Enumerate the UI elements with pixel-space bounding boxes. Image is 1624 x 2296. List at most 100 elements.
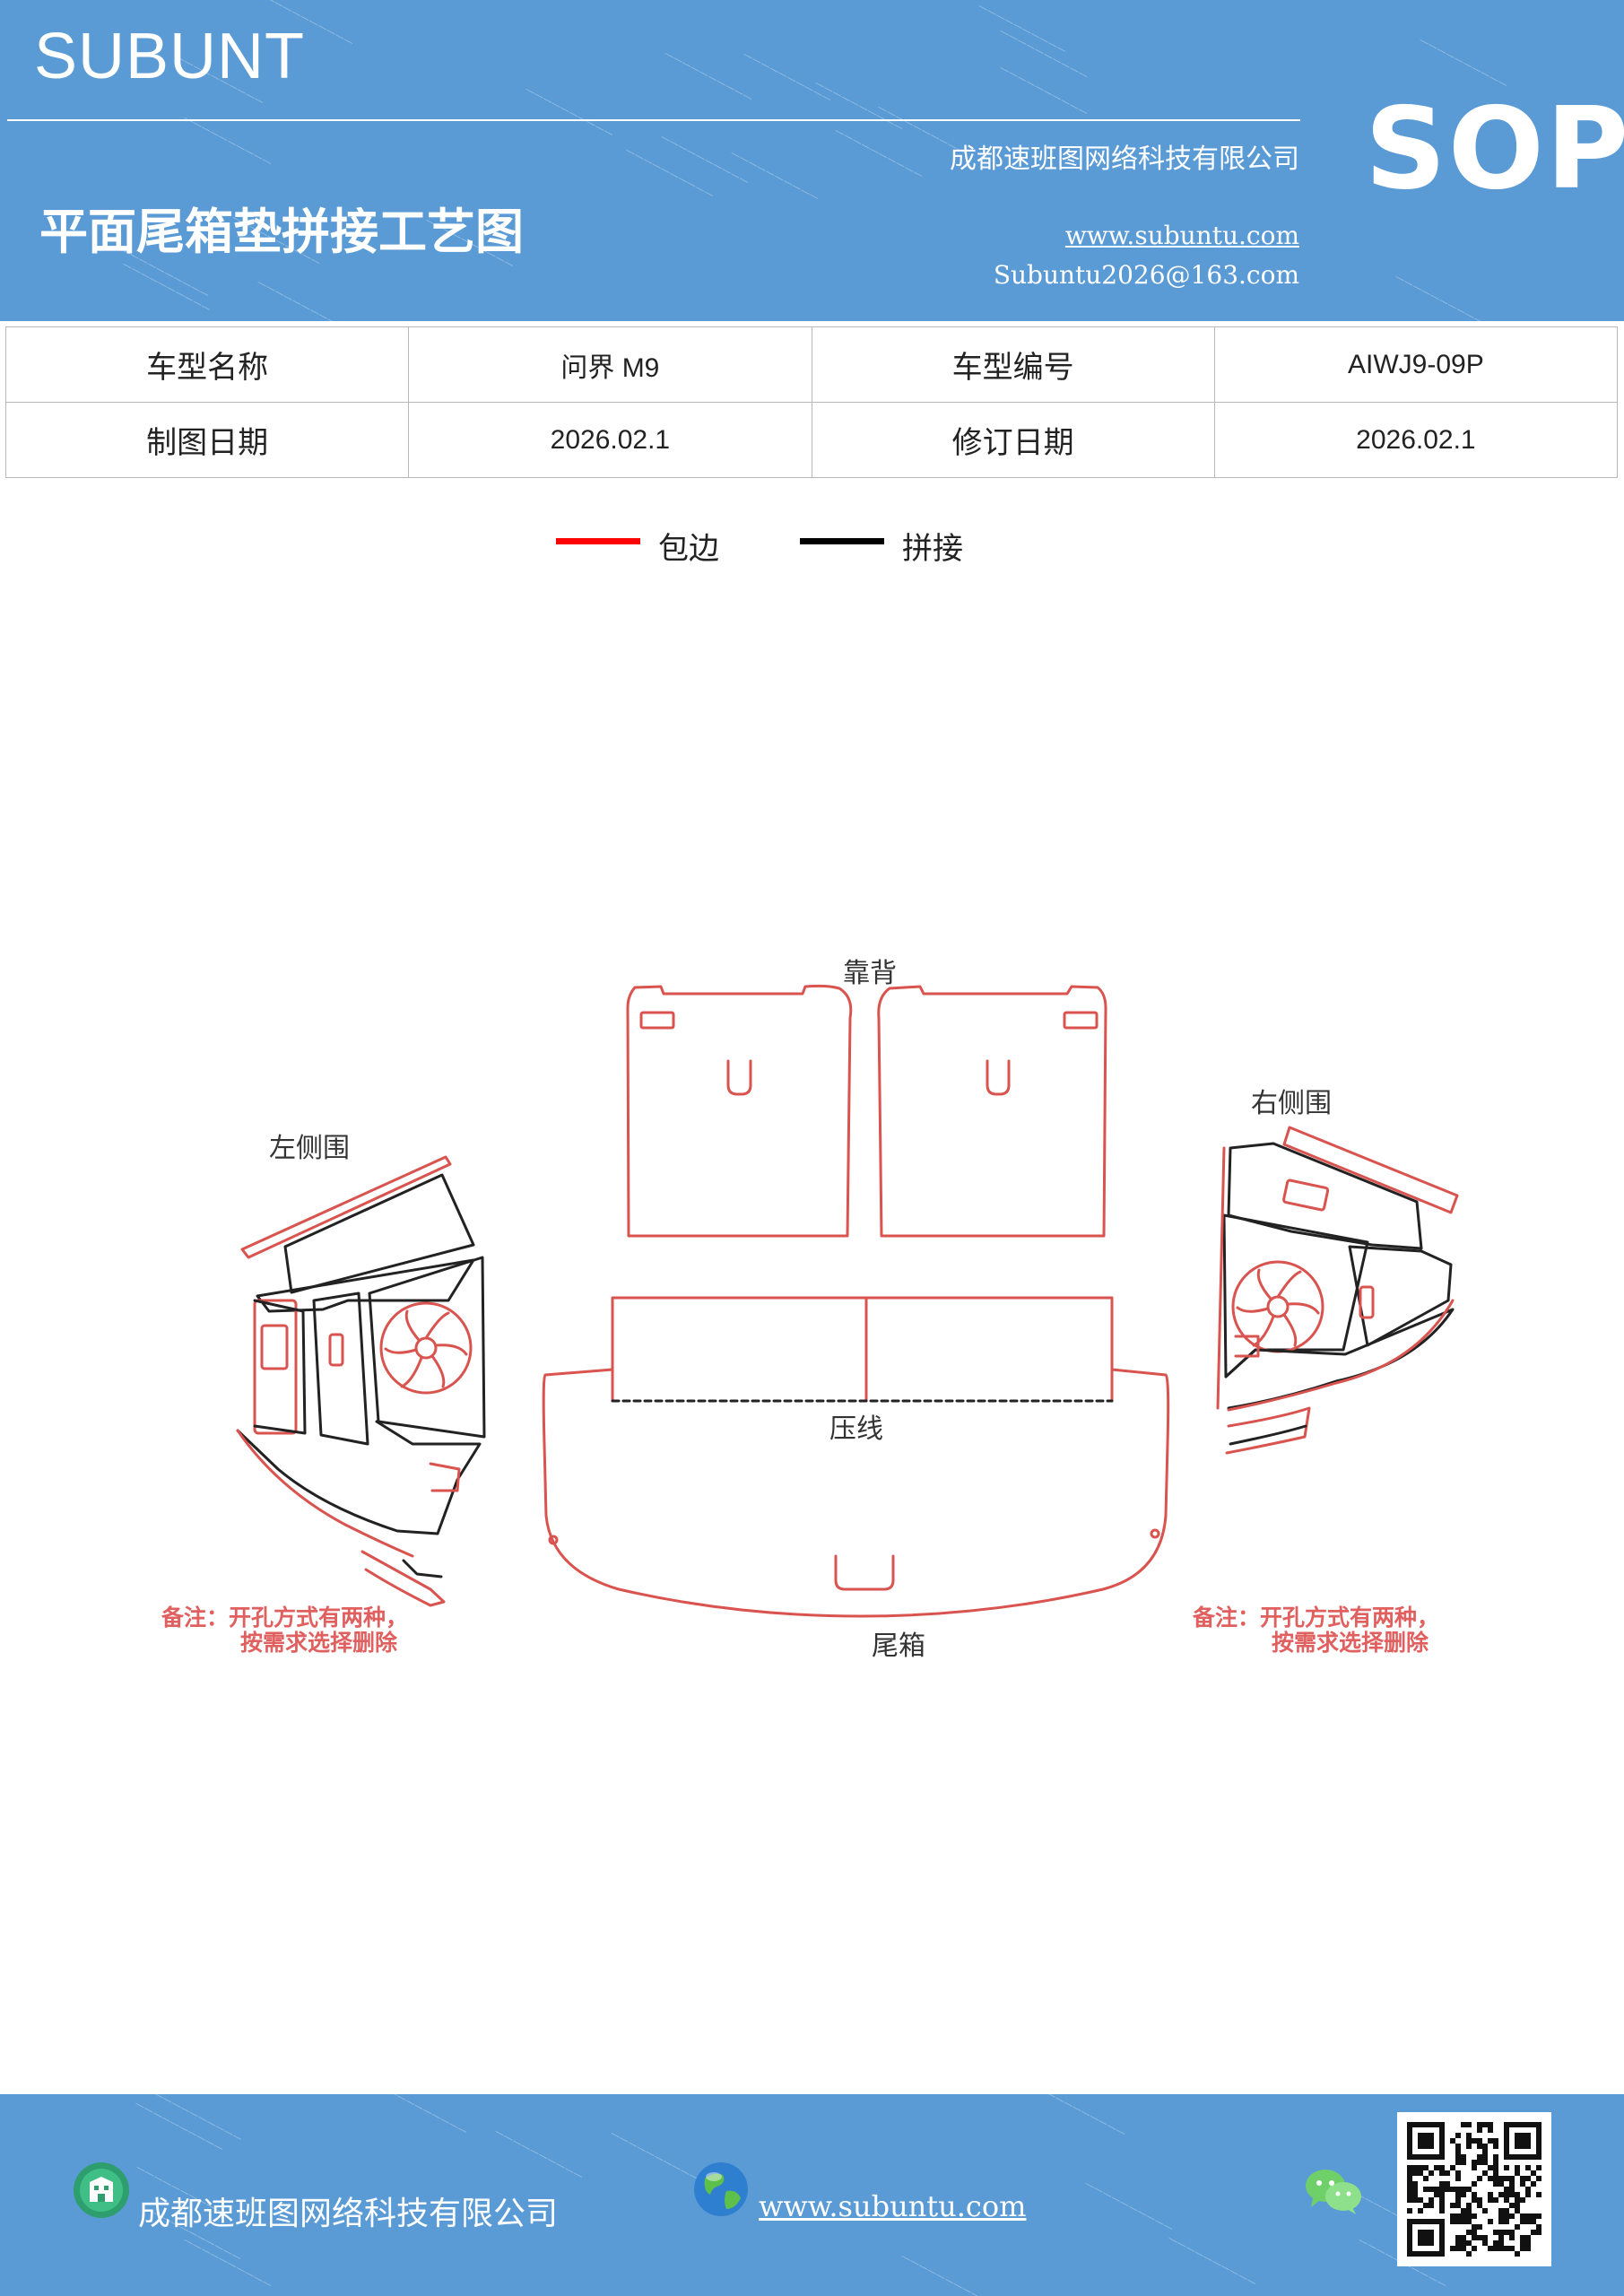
qr-module xyxy=(1515,2197,1520,2203)
qr-module xyxy=(1493,2181,1498,2187)
qr-module xyxy=(1407,2170,1412,2176)
qr-module xyxy=(1515,2170,1520,2176)
watermark-texture: —————————— xyxy=(662,47,755,105)
qr-module xyxy=(1455,2197,1461,2203)
company-name: 成都速班图网络科技有限公司 xyxy=(950,144,1299,175)
qr-module xyxy=(1461,2235,1466,2240)
qr-module xyxy=(1412,2170,1418,2176)
qr-module xyxy=(1461,2160,1466,2165)
qr-module xyxy=(1461,2246,1466,2251)
qr-module xyxy=(1439,2165,1445,2170)
qr-module xyxy=(1477,2235,1482,2240)
qr-module xyxy=(1536,2230,1541,2235)
qr-module xyxy=(1488,2246,1493,2251)
qr-module xyxy=(1466,2219,1472,2224)
qr-module xyxy=(1472,2224,1477,2230)
qr-module xyxy=(1488,2197,1493,2203)
qr-module xyxy=(1472,2235,1477,2240)
building-icon xyxy=(74,2162,129,2218)
qr-module xyxy=(1498,2213,1504,2219)
qr-module xyxy=(1515,2224,1520,2230)
globe-icon xyxy=(694,2162,748,2216)
qr-module xyxy=(1450,2203,1455,2208)
qr-module xyxy=(1434,2192,1439,2197)
qr-module xyxy=(1466,2144,1472,2149)
qr-module xyxy=(1493,2176,1498,2181)
qr-module xyxy=(1488,2192,1493,2197)
qr-module xyxy=(1418,2230,1434,2246)
qr-module xyxy=(1488,2165,1493,2170)
qr-module xyxy=(1525,2165,1531,2170)
model-code-value: AIWJ9-09P xyxy=(1213,326,1619,403)
watermark-texture: —————————— xyxy=(812,76,906,135)
qr-module xyxy=(1493,2144,1498,2149)
qr-module xyxy=(1498,2240,1504,2246)
footer-website-link[interactable]: www.subuntu.com xyxy=(759,2189,1027,2223)
brand-logo-text: SUBUNT xyxy=(34,21,306,92)
qr-module xyxy=(1477,2203,1482,2208)
qr-module xyxy=(1429,2187,1434,2192)
qr-module xyxy=(1477,2127,1482,2133)
qr-module xyxy=(1498,2192,1504,2197)
drawing-date-label: 制图日期 xyxy=(4,402,410,478)
qr-module xyxy=(1482,2235,1488,2240)
qr-module xyxy=(1445,2187,1450,2192)
qr-module xyxy=(1498,2208,1504,2213)
qr-module xyxy=(1461,2213,1466,2219)
qr-module xyxy=(1429,2203,1434,2208)
qr-module xyxy=(1439,2170,1445,2176)
legend-label-edging: 包边 xyxy=(658,531,719,567)
qr-module xyxy=(1450,2213,1455,2219)
qr-module xyxy=(1412,2181,1418,2187)
qr-module xyxy=(1477,2176,1482,2181)
qr-module xyxy=(1445,2181,1450,2187)
qr-module xyxy=(1520,2240,1525,2246)
watermark-texture: —————————— xyxy=(997,61,1090,119)
qr-module xyxy=(1515,2133,1531,2149)
qr-module xyxy=(1466,2122,1472,2127)
qr-module xyxy=(1504,2219,1509,2224)
vehicle-info-table: 车型名称 问界 M9 车型编号 AIWJ9-09P 制图日期 2026.02.1… xyxy=(4,326,1619,478)
watermark-texture: —————————— xyxy=(377,2094,470,2138)
qr-module xyxy=(1407,2165,1412,2170)
edging-swatch xyxy=(556,538,640,544)
wechat-icon[interactable] xyxy=(1302,2164,1365,2218)
email-address[interactable]: Subuntu2026@163.com xyxy=(993,260,1299,290)
right-side-label: 右侧围 xyxy=(1251,1088,1332,1119)
qr-module xyxy=(1488,2122,1493,2127)
watermark-texture: —————————— xyxy=(658,130,751,188)
qr-module xyxy=(1525,2235,1531,2240)
qr-module xyxy=(1482,2122,1488,2127)
qr-module xyxy=(1450,2219,1455,2224)
qr-module xyxy=(1515,2192,1520,2197)
note-left-line2: 按需求选择删除 xyxy=(240,1630,398,1656)
qr-module xyxy=(1455,2213,1461,2219)
qr-module xyxy=(1461,2240,1466,2246)
qr-module xyxy=(1520,2213,1525,2219)
qr-module xyxy=(1531,2181,1536,2187)
qr-module xyxy=(1515,2208,1520,2213)
qr-module xyxy=(1493,2170,1498,2176)
qr-module xyxy=(1455,2246,1461,2251)
qr-module xyxy=(1504,2246,1509,2251)
qr-module xyxy=(1498,2246,1504,2251)
qr-module xyxy=(1488,2138,1493,2144)
qr-module xyxy=(1531,2219,1536,2224)
qr-module xyxy=(1520,2246,1525,2251)
qr-module xyxy=(1536,2165,1541,2170)
drawing-date-value: 2026.02.1 xyxy=(408,402,812,478)
qr-module xyxy=(1525,2192,1531,2197)
model-code-label: 车型编号 xyxy=(811,326,1215,403)
watermark-texture: —————————— xyxy=(133,2097,226,2155)
qr-module xyxy=(1439,2187,1445,2192)
qr-module xyxy=(1461,2154,1466,2160)
website-link[interactable]: www.subuntu.com xyxy=(1064,221,1299,250)
sop-badge: SOP xyxy=(1365,83,1624,214)
qr-module xyxy=(1493,2197,1498,2203)
qr-module xyxy=(1455,2187,1461,2192)
left-side-panel xyxy=(236,1155,486,1607)
backrest-label: 靠背 xyxy=(843,958,897,989)
qr-module xyxy=(1472,2181,1477,2187)
trunk-label: 尾箱 xyxy=(872,1631,925,1662)
qr-module xyxy=(1488,2219,1493,2224)
